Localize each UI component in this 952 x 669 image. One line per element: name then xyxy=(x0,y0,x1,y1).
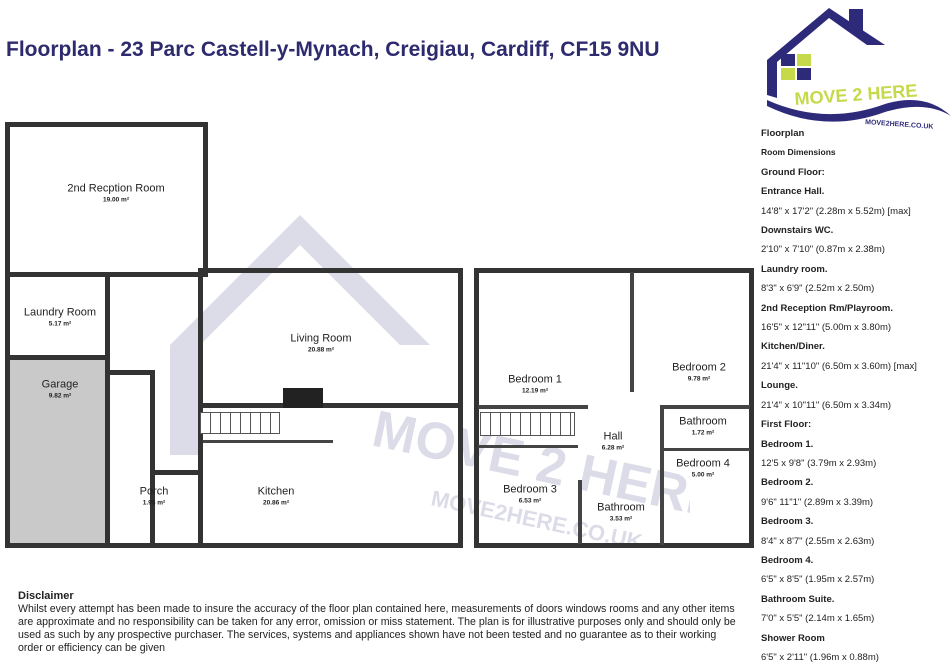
room-area: 5.17 m² xyxy=(48,320,72,328)
room-name: Kitchen xyxy=(257,485,295,498)
room-name: 2nd Recption Room xyxy=(67,182,165,195)
dimension-heading: Laundry room. xyxy=(761,263,828,275)
disclaimer-body: Whilst every attempt has been made to in… xyxy=(18,603,736,654)
svg-text:MOVE2HERE.CO.UK: MOVE2HERE.CO.UK xyxy=(865,119,934,130)
disclaimer-heading: Disclaimer xyxy=(18,590,74,602)
dimension-heading: Bedroom 4. xyxy=(761,554,814,566)
dimension-heading: 2nd Reception Rm/Playroom. xyxy=(761,302,893,314)
dimension-heading: Bedroom 1. xyxy=(761,438,814,450)
room-area: 19.00 m² xyxy=(102,196,130,204)
room-name: Porch xyxy=(139,485,169,498)
room-name: Bedroom 3 xyxy=(503,483,557,496)
dimension-value: 8'4" x 8'7" (2.55m x 2.63m) xyxy=(761,535,875,547)
room-area: 20.86 m² xyxy=(262,499,290,507)
room-name: Bedroom 1 xyxy=(508,373,562,386)
dimension-value: 14'8" x 17'2" (2.28m x 5.52m) [max] xyxy=(761,205,911,217)
dimension-heading: Bedroom 3. xyxy=(761,516,814,528)
dimension-heading: Bedroom 2. xyxy=(761,477,814,489)
dimension-heading: Shower Room xyxy=(761,632,825,644)
dimension-heading: Ground Floor: xyxy=(761,166,825,178)
room-area: 9.82 m² xyxy=(48,392,72,400)
dimension-value: 6'5" x 2'11" (1.96m x 0.88m) xyxy=(761,651,879,663)
room-area: 6.53 m² xyxy=(518,497,542,505)
dimension-heading: First Floor: xyxy=(761,419,812,431)
dimension-heading: Lounge. xyxy=(761,380,798,392)
room-name: Bathroom xyxy=(679,415,727,428)
dimension-value: 21'4" x 11"10" (6.50m x 3.60m) [max] xyxy=(761,360,917,372)
room-area: 9.78 m² xyxy=(687,375,711,383)
dimension-heading: Kitchen/Diner. xyxy=(761,341,825,353)
room-name: Bedroom 2 xyxy=(672,361,726,374)
room-area: 3.53 m² xyxy=(609,515,633,523)
dimension-value: 8'3" x 6'9" (2.52m x 2.50m) xyxy=(761,283,875,295)
room-name: Bathroom xyxy=(597,501,645,514)
room-area: 5.00 m² xyxy=(691,471,715,479)
room-area: 1.72 m² xyxy=(691,429,715,437)
dimension-value: 9'6" 11"1" (2.89m x 3.39m) xyxy=(761,496,874,508)
dimension-value: 16'5" x 12"11" (5.00m x 3.80m) xyxy=(761,322,892,334)
dimension-value: 7'0" x 5'5" (2.14m x 1.65m) xyxy=(761,613,875,625)
garage-floor xyxy=(10,360,106,543)
company-logo: MOVE 2 HERE MOVE2HERE.CO.UK xyxy=(767,8,951,130)
room-area: 1.98 m² xyxy=(142,499,166,507)
dimension-heading: Downstairs WC. xyxy=(761,225,834,237)
dimension-value: 2'10" x 7'10" (0.87m x 2.38m) xyxy=(761,244,885,256)
dimension-heading: Room Dimensions xyxy=(761,147,836,158)
room-area: 6.28 m² xyxy=(601,444,625,452)
room-area: 12.19 m² xyxy=(521,387,549,395)
dimension-heading: Entrance Hall. xyxy=(761,186,825,198)
dimension-value: 21'4" x 10"11" (6.50m x 3.34m) xyxy=(761,399,892,411)
disclaimer: Disclaimer Whilst every attempt has been… xyxy=(18,590,738,655)
room-name: Bedroom 4 xyxy=(676,457,730,470)
room-name: Garage xyxy=(41,378,79,391)
room-name: Living Room xyxy=(290,332,352,345)
dimension-heading: Floorplan xyxy=(761,128,805,139)
dimension-value: 12'5 x 9'8" (3.79m x 2.93m) xyxy=(761,457,877,469)
dimension-heading: Bathroom Suite. xyxy=(761,593,835,605)
dimension-value: 6'5" x 8'5" (1.95m x 2.57m) xyxy=(761,574,875,586)
room-name: Laundry Room xyxy=(23,306,97,319)
room-area: 20.88 m² xyxy=(307,346,335,354)
page-title: Floorplan - 23 Parc Castell-y-Mynach, Cr… xyxy=(6,38,660,61)
room-name: Hall xyxy=(603,430,623,443)
